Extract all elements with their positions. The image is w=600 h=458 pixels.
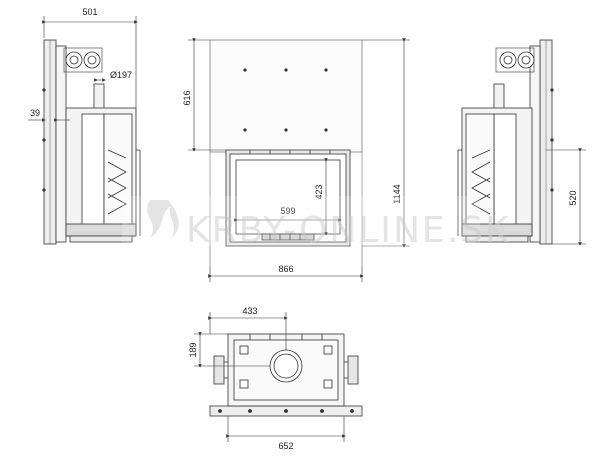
flame-logo-icon [147,200,179,238]
watermark-text: KRBY-ONLINE.SK [186,210,511,251]
dim-front-height-upper: 616 [182,90,192,105]
dim-total-width: 866 [278,264,293,274]
dim-total-height: 1144 [392,184,402,203]
dim-glass-width: 599 [280,206,295,216]
front-view [209,39,363,247]
dim-top-depth: 501 [82,7,97,17]
dimension-lines [28,16,586,442]
dim-side-height: 520 [568,190,578,205]
left-side-view [42,39,141,245]
right-side-view [457,39,554,245]
dim-plan-width: 652 [278,441,293,451]
watermark: KRBY-ONLINE.SK [122,196,511,266]
dim-glass-height: 423 [314,184,324,199]
dim-plan-half-width: 433 [242,306,257,316]
dim-side-offset: 39 [30,108,40,118]
dim-plan-depth: 189 [188,342,198,357]
dim-flue-diameter: Ø197 [110,70,132,80]
